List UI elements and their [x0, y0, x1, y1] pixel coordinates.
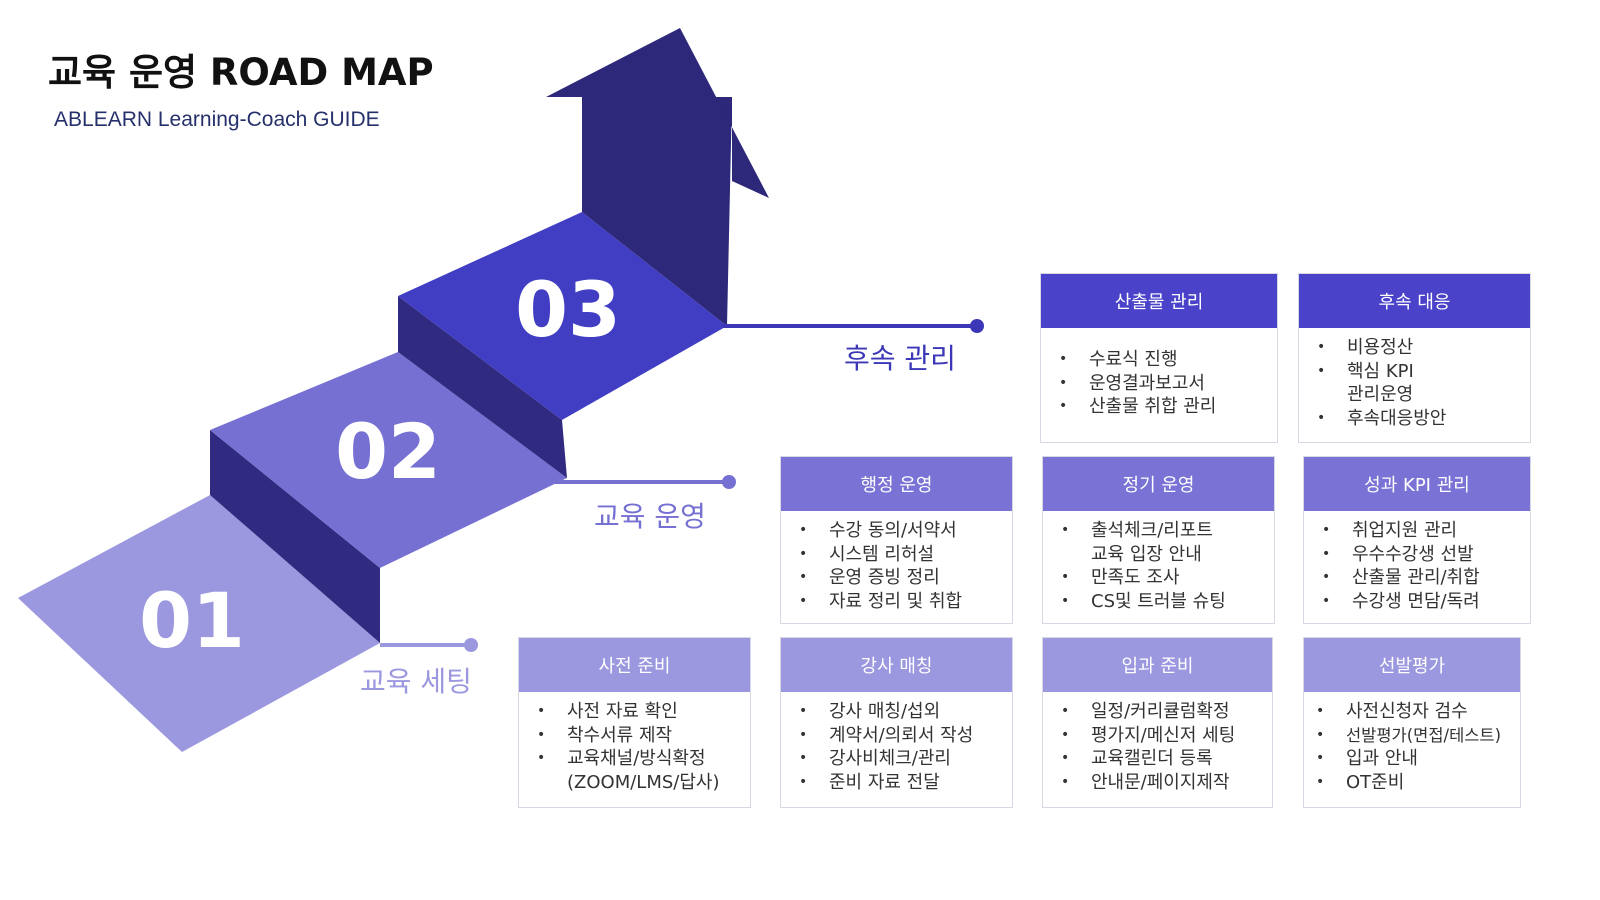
- page-subtitle: ABLEARN Learning-Coach GUIDE: [54, 108, 380, 131]
- list-item: 강사비체크/관리: [799, 747, 998, 771]
- stage-label-2: 교육 운영: [594, 500, 706, 533]
- card-regular-operations: 정기 운영 출석체크/리포트 교육 입장 안내 만족도 조사 CS및 트러블 슈…: [1042, 456, 1275, 624]
- card-kpi-management: 성과 KPI 관리 취업지원 관리 우수수강생 선발 산출물 관리/취합 수강생…: [1303, 456, 1531, 624]
- list-item: 우수수강생 선발: [1322, 543, 1516, 567]
- list-item: 수강생 면담/독려: [1322, 590, 1516, 614]
- step-2-riser: [398, 296, 567, 478]
- list-item: 산출물 취합 관리: [1059, 395, 1263, 419]
- list-item: 사전신청자 검수: [1316, 700, 1514, 724]
- list-item-continued: (ZOOM/LMS/답사): [567, 771, 720, 793]
- card-pre-preparation-title: 사전 준비: [519, 638, 750, 692]
- list-item: 착수서류 제작: [537, 724, 736, 748]
- list-item: 수강 동의/서약서: [799, 519, 998, 543]
- list-item: 자료 정리 및 취합: [799, 590, 998, 614]
- list-item: 일정/커리큘럼확정: [1061, 700, 1258, 724]
- stage-number-02: 02: [335, 407, 441, 496]
- step-2-top: [210, 352, 567, 568]
- stage-2-connector-dot: [722, 475, 736, 489]
- stage-label-3: 후속 관리: [844, 342, 956, 375]
- list-item: 선발평가(면접/테스트): [1316, 724, 1514, 748]
- list-item: 수료식 진행: [1059, 348, 1263, 372]
- list-item: 비용정산: [1317, 336, 1516, 360]
- roadmap-staircase: 01 02 03: [18, 28, 984, 752]
- card-regular-operations-title: 정기 운영: [1043, 457, 1274, 511]
- list-item: 평가지/메신저 세팅: [1061, 724, 1258, 748]
- list-item-continued: 교육 입장 안내: [1091, 543, 1202, 565]
- list-item: 사전 자료 확인: [537, 700, 736, 724]
- list-item: 출석체크/리포트: [1061, 519, 1260, 543]
- card-followup-response: 후속 대응 비용정산 핵심 KPI 관리운영 후속대응방안: [1298, 273, 1531, 443]
- step-3-top: [398, 212, 727, 420]
- stage-label-1: 교육 세팅: [360, 665, 472, 698]
- arrow-shaft: [582, 97, 732, 326]
- list-item: 운영 증빙 정리: [799, 566, 998, 590]
- stage-number-01: 01: [139, 576, 245, 665]
- list-item: 운영결과보고서: [1059, 372, 1263, 396]
- step-1-riser: [210, 430, 380, 643]
- list-item: 안내문/페이지제작: [1061, 771, 1258, 795]
- list-item: 핵심 KPI: [1317, 360, 1516, 384]
- list-item: 취업지원 관리: [1322, 519, 1516, 543]
- card-instructor-matching: 강사 매칭 강사 매칭/섭외 계약서/의뢰서 작성 강사비체크/관리 준비 자료…: [780, 637, 1013, 808]
- card-output-management: 산출물 관리 수료식 진행 운영결과보고서 산출물 취합 관리: [1040, 273, 1278, 443]
- list-item: 시스템 리허설: [799, 543, 998, 567]
- list-item: CS및 트러블 슈팅: [1061, 590, 1260, 614]
- list-item: OT준비: [1316, 771, 1514, 795]
- card-enrollment-preparation: 입과 준비 일정/커리큘럼확정 평가지/메신저 세팅 교육캘린더 등록 안내문/…: [1042, 637, 1273, 808]
- list-item: 교육채널/방식확정: [537, 747, 736, 771]
- card-output-management-title: 산출물 관리: [1041, 274, 1277, 328]
- page-title: 교육 운영 ROAD MAP: [48, 51, 434, 94]
- list-item: 산출물 관리/취합: [1322, 566, 1516, 590]
- stage-1-connector-dot: [464, 638, 478, 652]
- card-enrollment-preparation-title: 입과 준비: [1043, 638, 1272, 692]
- list-item: 후속대응방안: [1317, 407, 1516, 431]
- step-1-top: [18, 495, 380, 752]
- card-followup-response-title: 후속 대응: [1299, 274, 1530, 328]
- arrow-head: [546, 28, 769, 198]
- list-item: 강사 매칭/섭외: [799, 700, 998, 724]
- card-pre-preparation: 사전 준비 사전 자료 확인 착수서류 제작 교육채널/방식확정 (ZOOM/L…: [518, 637, 751, 808]
- stage-3-connector-dot: [970, 319, 984, 333]
- list-item: 만족도 조사: [1061, 566, 1260, 590]
- card-instructor-matching-title: 강사 매칭: [781, 638, 1012, 692]
- card-admin-operations-title: 행정 운영: [781, 457, 1012, 511]
- list-item-continued: 관리운영: [1347, 384, 1414, 405]
- list-item: 교육캘린더 등록: [1061, 747, 1258, 771]
- list-item: 입과 안내: [1316, 747, 1514, 771]
- list-item: 준비 자료 전달: [799, 771, 998, 795]
- stage-number-03: 03: [515, 265, 621, 354]
- card-selection-evaluation-title: 선발평가: [1304, 638, 1520, 692]
- card-admin-operations: 행정 운영 수강 동의/서약서 시스템 리허설 운영 증빙 정리 자료 정리 및…: [780, 456, 1013, 624]
- list-item: 계약서/의뢰서 작성: [799, 724, 998, 748]
- card-kpi-management-title: 성과 KPI 관리: [1304, 457, 1530, 511]
- card-selection-evaluation: 선발평가 사전신청자 검수 선발평가(면접/테스트) 입과 안내 OT준비: [1303, 637, 1521, 808]
